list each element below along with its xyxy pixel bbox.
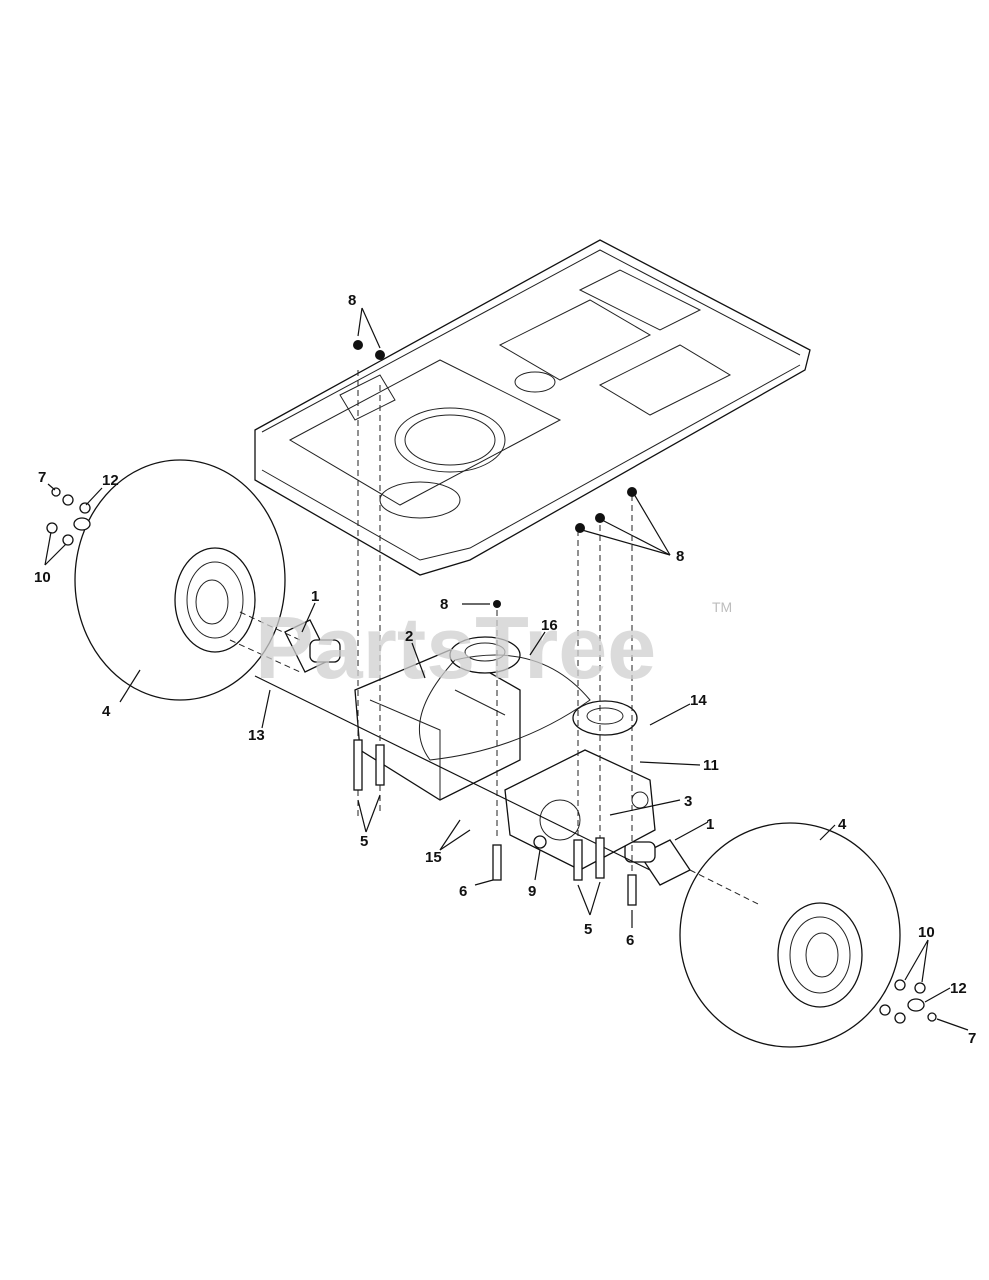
axle-rod <box>254 675 651 871</box>
bolts <box>353 739 637 906</box>
callout-3: 3 <box>684 793 692 810</box>
drive-belt <box>418 654 591 761</box>
watermark-text: PartsTree <box>255 598 656 697</box>
callout-8-right: 8 <box>676 548 684 565</box>
leader-lines <box>44 307 969 1031</box>
callout-12-right: 12 <box>950 980 967 997</box>
callout-13: 13 <box>248 727 265 744</box>
callout-1-left: 1 <box>311 588 319 605</box>
callout-9: 9 <box>528 883 536 900</box>
callout-2: 2 <box>405 628 413 645</box>
hardware-left <box>46 487 91 546</box>
callout-11: 11 <box>703 757 719 774</box>
callout-5-left: 5 <box>360 833 368 850</box>
watermark-tm: TM <box>712 599 732 615</box>
callout-4-left: 4 <box>102 703 111 720</box>
callout-labels: 8 8 8 7 12 10 4 1 2 16 14 11 13 3 15 5 6… <box>34 292 976 1047</box>
callout-5-right: 5 <box>584 921 592 938</box>
callout-4-right: 4 <box>838 816 847 833</box>
callout-7-left: 7 <box>38 469 46 486</box>
callout-14: 14 <box>690 692 707 709</box>
hardware-right <box>879 979 937 1024</box>
wheel-right <box>679 822 901 1048</box>
callout-15: 15 <box>425 849 442 866</box>
callout-16: 16 <box>541 617 558 634</box>
callout-8-top: 8 <box>348 292 356 309</box>
callout-10-left: 10 <box>34 569 51 586</box>
callout-7-right: 7 <box>968 1030 976 1047</box>
callout-6-left: 6 <box>459 883 467 900</box>
callout-8-mid: 8 <box>440 596 448 613</box>
callout-10-right: 10 <box>918 924 935 941</box>
callout-12-left: 12 <box>102 472 119 489</box>
callout-1-right: 1 <box>706 816 714 833</box>
callout-6-right: 6 <box>626 932 634 949</box>
chassis-frame <box>254 239 811 576</box>
wheel-left <box>74 459 286 701</box>
hub-left <box>284 619 341 673</box>
